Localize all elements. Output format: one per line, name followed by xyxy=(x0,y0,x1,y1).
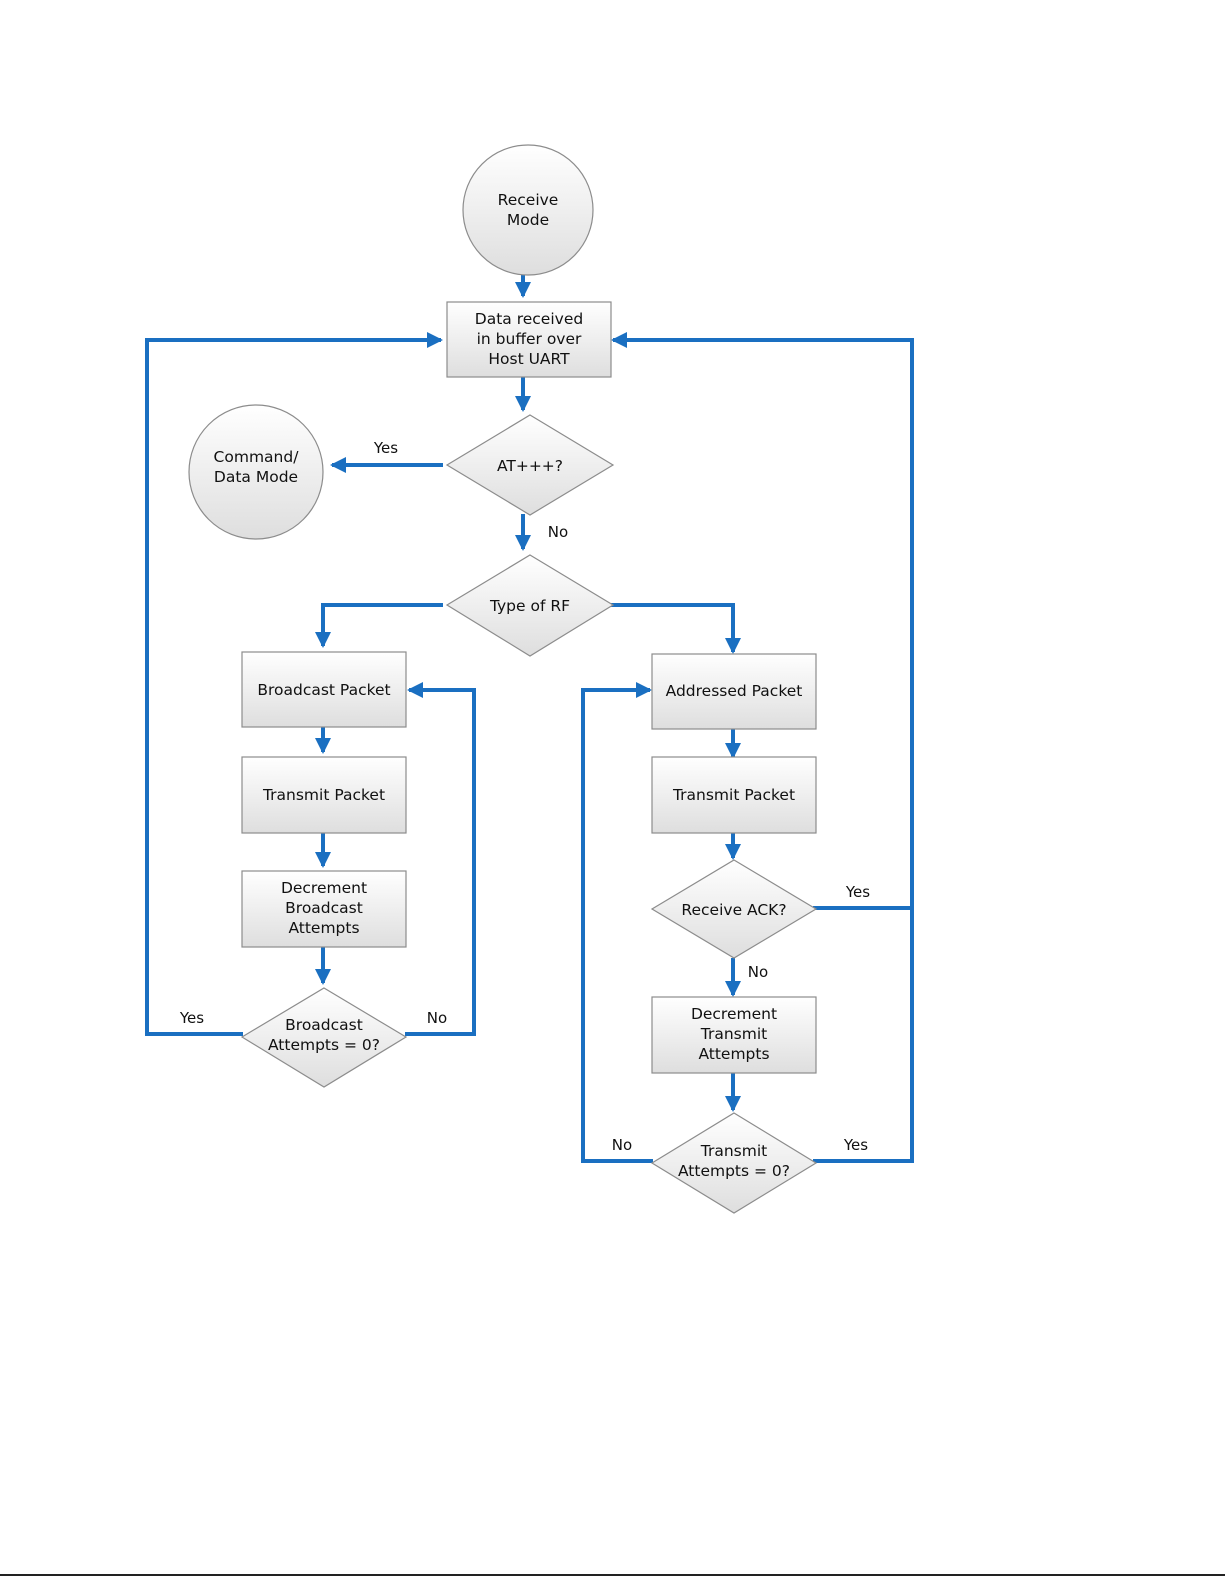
type-of-rf-label: Type of RF xyxy=(489,597,570,615)
edge-type-of-rf-to-broadcast-packet xyxy=(323,605,443,646)
ack-yes-label: Yes xyxy=(845,883,870,901)
broadcast-zero-line-1: Broadcast xyxy=(285,1016,363,1034)
transmit-packet-right-node: Transmit Packet xyxy=(652,757,816,833)
node-layer: Receive Mode Data received in buffer ove… xyxy=(189,145,816,1213)
command-mode-line-1: Command/ xyxy=(214,448,300,466)
receive-mode-line-2: Mode xyxy=(507,211,549,229)
receive-mode-circle xyxy=(463,145,593,275)
decrement-broadcast-line-2: Broadcast xyxy=(285,899,363,917)
broadcast-packet-node: Broadcast Packet xyxy=(242,652,406,727)
receive-mode-line-1: Receive xyxy=(498,191,559,209)
decrement-broadcast-node: Decrement Broadcast Attempts xyxy=(242,871,406,947)
decrement-transmit-line-2: Transmit xyxy=(700,1025,767,1043)
addressed-packet-node: Addressed Packet xyxy=(652,654,816,729)
transmit-packet-right-label: Transmit Packet xyxy=(672,786,795,804)
transmit-no-label: No xyxy=(612,1136,632,1154)
transmit-zero-line-2: Attempts = 0? xyxy=(678,1162,790,1180)
broadcast-yes-label: Yes xyxy=(179,1009,204,1027)
addressed-packet-label: Addressed Packet xyxy=(666,682,803,700)
command-mode-line-2: Data Mode xyxy=(214,468,298,486)
data-received-node: Data received in buffer over Host UART xyxy=(447,302,611,377)
edge-transmit-zero-no-loop xyxy=(583,690,653,1161)
decrement-transmit-node: Decrement Transmit Attempts xyxy=(652,997,816,1073)
broadcast-zero-line-2: Attempts = 0? xyxy=(268,1036,380,1054)
page-bottom-rule xyxy=(0,1574,1225,1576)
ack-no-label: No xyxy=(748,963,768,981)
at-check-node: AT+++? xyxy=(447,415,613,515)
transmit-packet-left-label: Transmit Packet xyxy=(262,786,385,804)
edge-broadcast-zero-no-loop xyxy=(405,690,474,1034)
decrement-transmit-line-3: Attempts xyxy=(698,1045,769,1063)
data-received-line-2: in buffer over xyxy=(477,330,582,348)
broadcast-zero-node: Broadcast Attempts = 0? xyxy=(242,988,406,1087)
decrement-broadcast-line-3: Attempts xyxy=(288,919,359,937)
command-mode-node: Command/ Data Mode xyxy=(189,405,323,539)
receive-mode-node: Receive Mode xyxy=(463,145,593,275)
receive-ack-node: Receive ACK? xyxy=(652,860,816,958)
at-yes-label: Yes xyxy=(373,439,398,457)
receive-ack-label: Receive ACK? xyxy=(681,901,786,919)
transmit-zero-line-1: Transmit xyxy=(700,1142,767,1160)
type-of-rf-node: Type of RF xyxy=(447,555,613,656)
broadcast-no-label: No xyxy=(427,1009,447,1027)
transmit-packet-left-node: Transmit Packet xyxy=(242,757,406,833)
at-check-label: AT+++? xyxy=(497,457,563,475)
broadcast-packet-label: Broadcast Packet xyxy=(257,681,390,699)
decrement-transmit-line-1: Decrement xyxy=(691,1005,777,1023)
at-no-label: No xyxy=(548,523,568,541)
data-received-line-1: Data received xyxy=(475,310,583,328)
edge-type-of-rf-to-addressed-packet xyxy=(603,605,733,652)
transmit-yes-label: Yes xyxy=(843,1136,868,1154)
data-received-line-3: Host UART xyxy=(488,350,570,368)
decrement-broadcast-line-1: Decrement xyxy=(281,879,367,897)
transmit-zero-node: Transmit Attempts = 0? xyxy=(652,1113,816,1213)
